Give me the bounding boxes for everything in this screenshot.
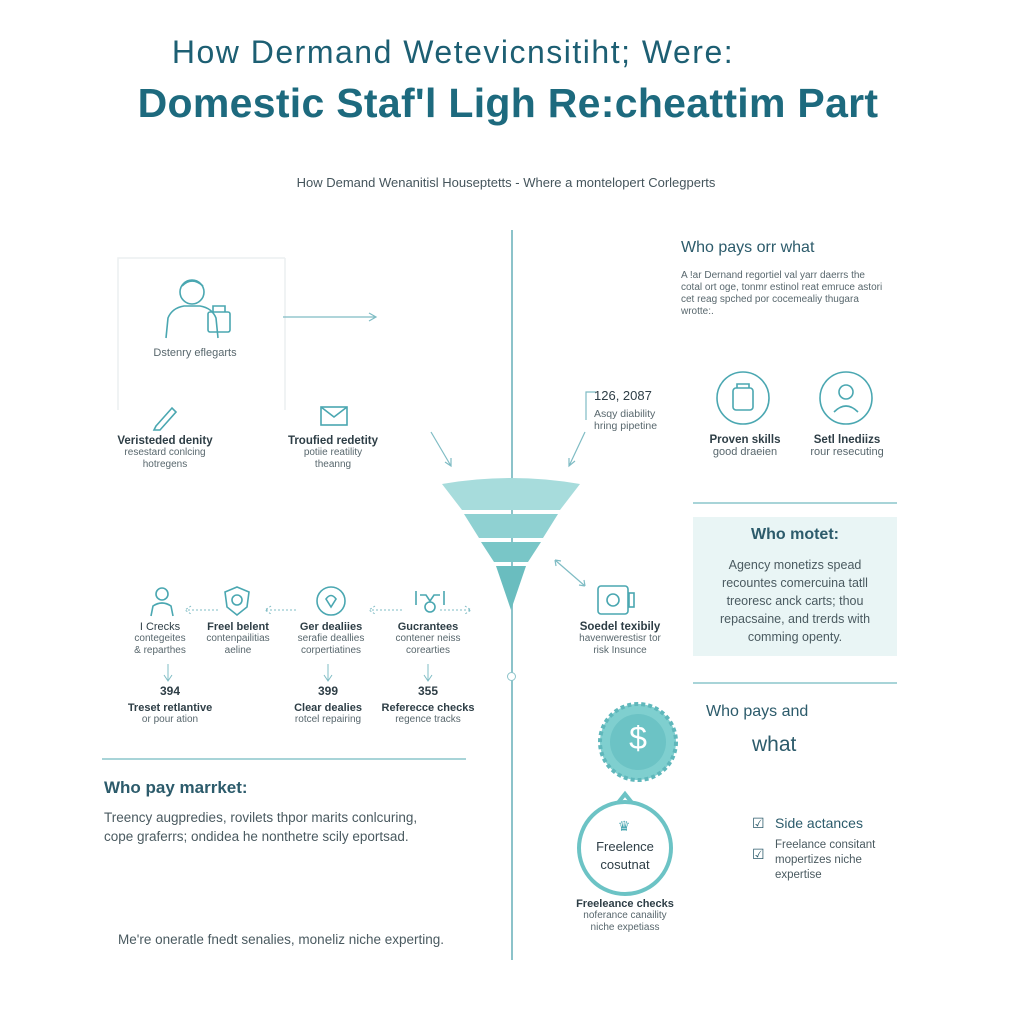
funnel-graphic bbox=[442, 478, 580, 610]
number-item-2: 399 Clear dealies rotcel repairing bbox=[268, 684, 388, 726]
flow-item-2-desc: contenpailitias aeline bbox=[206, 633, 270, 656]
person-arrow bbox=[283, 312, 378, 322]
number-item-1-value: 394 bbox=[159, 684, 181, 698]
flow-item-1-desc: contegeites & reparthes bbox=[134, 633, 186, 656]
number-item-2-desc: rotcel repairing bbox=[294, 714, 362, 725]
left-item-2: Troufied redetity potiie reatility thean… bbox=[268, 435, 398, 471]
flow-item-1-title: I Crecks bbox=[139, 621, 181, 633]
who-pays-heading: Who pays orr what bbox=[681, 239, 815, 256]
bubble-label: Freelence cosutnat bbox=[596, 839, 654, 872]
card-heading: Who motet: bbox=[751, 526, 839, 543]
page-title-line-1: How Dermand Wetevicnsitiht; Were: bbox=[171, 34, 735, 70]
freelance-bubble bbox=[577, 790, 673, 896]
checkbox-checked-icon: ☑ bbox=[752, 815, 765, 831]
person-box-frame bbox=[117, 257, 286, 410]
funnel-arrows bbox=[430, 431, 586, 468]
flow-item-3: Ger dealiies serafie deallies corpertiat… bbox=[276, 621, 386, 657]
person-icon bbox=[148, 585, 176, 617]
worker-person-icon bbox=[158, 272, 238, 342]
who-pays-and-heading: Who pays and bbox=[706, 703, 809, 720]
crown-icon: ♛ bbox=[617, 818, 631, 834]
check-item-1-text: Side actances bbox=[775, 815, 863, 831]
down-arrows bbox=[163, 664, 433, 682]
flow-right-item-title: Soedel texibily bbox=[579, 621, 661, 633]
number-item-1-desc: or pour ation bbox=[141, 714, 199, 725]
who-pays-and-heading-2: what bbox=[752, 733, 797, 756]
skill-item-2-title: Setl lnediizs bbox=[813, 434, 881, 446]
funnel-right-arrow bbox=[554, 559, 586, 587]
left-item-2-title: Troufied redetity bbox=[287, 435, 379, 447]
flow-item-2-title: Freel belent bbox=[207, 621, 269, 633]
number-item-2-title: Clear dealies bbox=[294, 702, 362, 714]
flow-item-2: Freel belent contenpailitias aeline bbox=[188, 621, 288, 657]
envelope-icon bbox=[319, 405, 349, 427]
number-item-2-value: 399 bbox=[317, 684, 339, 698]
market-divider bbox=[102, 758, 466, 760]
checkbox-checked-icon: ☑ bbox=[752, 846, 765, 862]
coin-symbol: $ bbox=[629, 720, 647, 756]
left-item-1-desc: resestard conlcing hotregens bbox=[124, 447, 206, 470]
flow-item-3-title: Ger dealiies bbox=[299, 621, 363, 633]
number-item-3-title: Referecce checks bbox=[381, 702, 475, 714]
number-item-3: 355 Referecce checks regence tracks bbox=[368, 684, 488, 726]
flow-right-item-desc: havenwerestisr tor risk Insunce bbox=[579, 633, 661, 656]
stat-bracket bbox=[585, 391, 596, 420]
stat-desc: Asqy diability hring pipetine bbox=[594, 408, 658, 432]
pen-icon bbox=[150, 402, 180, 432]
safe-box-icon bbox=[595, 583, 637, 617]
number-item-3-desc: regence tracks bbox=[395, 714, 461, 725]
skill-item-2: Setl lnediizs rour resecuting bbox=[792, 434, 902, 458]
check-item-2-text: Freelance consitant mopertizes niche exp… bbox=[775, 839, 876, 881]
skill-item-1-title: Proven skills bbox=[709, 434, 781, 446]
number-item-1: 394 Treset retlantive or pour ation bbox=[100, 684, 240, 726]
flow-item-4-title: Gucrantees bbox=[397, 621, 459, 633]
page-title-line-2: Domestic Staf'l Ligh Re:cheattim Part bbox=[137, 80, 879, 126]
flow-right-item: Soedel texibily havenwerestisr tor risk … bbox=[560, 621, 680, 657]
flow-connectors bbox=[184, 605, 472, 615]
shield-face-icon bbox=[222, 585, 252, 617]
freelance-caption: Freeleance checks noferance canaility ni… bbox=[560, 898, 690, 934]
left-item-1-title: Veristeded denity bbox=[117, 435, 213, 447]
market-text: Treency augpredies, rovilets thpor marit… bbox=[104, 810, 418, 844]
flow-item-4-desc: contener neiss corearties bbox=[395, 633, 461, 656]
location-pin-icon bbox=[315, 585, 347, 617]
skill-item-1-desc: good draeien bbox=[712, 446, 778, 458]
market-heading: Who pay marrket: bbox=[104, 778, 248, 797]
left-item-1: Veristeded denity resestard conlcing hot… bbox=[100, 435, 230, 471]
who-motet-card: Who motet: Agency monetizs spead recount… bbox=[693, 517, 897, 656]
flow-item-1: I Crecks contegeites & reparthes bbox=[110, 621, 210, 657]
stat-number: 126, 2087 bbox=[594, 388, 652, 403]
freelance-caption-desc: noferance canaility niche expetiass bbox=[583, 910, 667, 933]
staff-avatar-icon bbox=[818, 370, 874, 426]
number-item-1-title: Treset retlantive bbox=[127, 702, 213, 714]
skill-item-2-desc: rour resecuting bbox=[810, 446, 884, 458]
flow-item-3-desc: serafie deallies corpertiatines bbox=[297, 633, 365, 656]
handshake-icon bbox=[412, 585, 448, 617]
dollar-coin-icon bbox=[598, 702, 678, 782]
number-item-3-value: 355 bbox=[417, 684, 439, 698]
right-divider-1 bbox=[693, 502, 897, 504]
market-footer: Me're oneratle fnedt senalies, moneliz n… bbox=[118, 932, 445, 947]
left-item-2-desc: potiie reatility theanng bbox=[303, 447, 363, 470]
skill-item-1: Proven skills good draeien bbox=[690, 434, 800, 458]
right-divider-2 bbox=[693, 682, 897, 684]
freelance-caption-title: Freeleance checks bbox=[576, 898, 674, 910]
who-pays-paragraph: A !ar Dernand regortiel val yarr daerrs … bbox=[681, 270, 883, 317]
card-text: Agency monetizs spead recountes comercui… bbox=[719, 558, 871, 644]
page-subtitle: How Demand Wenanitisl Houseptetts - Wher… bbox=[296, 175, 716, 190]
flow-item-4: Gucrantees contener neiss corearties bbox=[373, 621, 483, 657]
person-box-label: Dstenry eflegarts bbox=[153, 347, 237, 359]
backpack-icon bbox=[715, 370, 771, 426]
center-divider-node bbox=[507, 672, 516, 681]
